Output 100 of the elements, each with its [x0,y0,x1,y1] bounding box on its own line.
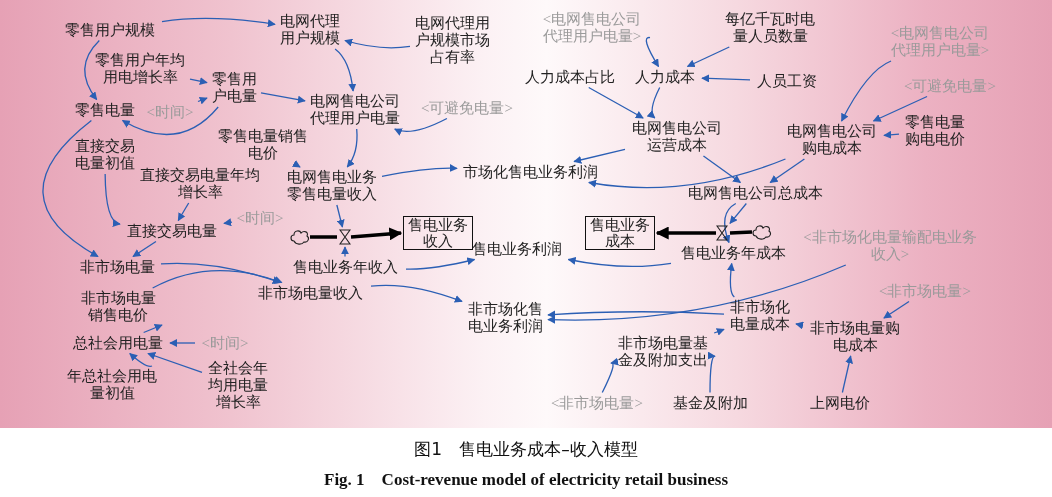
shadow-variable-label: <时间> [197,334,253,352]
arrow [769,158,806,184]
arrow [260,92,306,104]
arrow [341,246,349,258]
flow-pipe [350,227,403,241]
arrow [132,240,157,258]
arrow [588,86,644,119]
variable-label: 直接交易电量初值 [72,138,138,172]
arrow [344,38,411,49]
arrow [601,359,619,394]
arrow [336,204,345,228]
shadow-variable-label: <非市场电量> [543,394,651,412]
arrow [702,155,742,184]
arrow [588,158,787,189]
arrow [686,46,730,68]
arrow [129,352,153,367]
variable-label: 非市场电量收入 [251,284,369,302]
variable-label: 年总社会用电量初值 [63,368,161,402]
variable-label: 非市场电量基金及附加支出 [613,335,713,369]
arrow [169,339,196,347]
variable-label: 电网代理用户规模市场占有率 [412,14,492,66]
variable-label: 电网售电业务零售电量收入 [284,169,380,203]
variable-label: 售电业务年收入 [286,258,404,276]
arrow [104,173,121,226]
flow-pipe [655,226,716,240]
arrow [394,117,448,136]
valve-icon [339,229,351,245]
flow-pipe [310,235,337,239]
arrow [84,39,100,101]
variable-label: 直接交易电量 [122,222,222,240]
variable-label: 电网售电公司总成本 [679,184,831,202]
variable-label: 每亿千瓦时电量人员数量 [720,11,820,45]
variable-label: 非市场电量 [75,258,159,276]
figure-caption: Fig. 1 Cost-revenue model of electricity retail business [323,469,729,491]
stock-box: 售电业务成本 [585,216,655,250]
arrow [370,284,463,303]
variable-label: 电网售电公司购电成本 [782,123,882,157]
variable-label: 总社会用电量 [68,334,168,352]
arrow [872,95,928,122]
arrow [647,86,661,119]
variable-label: 售电业务年成本 [673,244,793,262]
arrow [121,106,219,136]
arrow [547,310,725,319]
arrow [795,321,804,330]
cloud-icon [290,229,310,245]
arrow [334,48,357,92]
variable-label: 非市场化电量成本 [726,299,794,333]
arrow [567,256,672,268]
arrow [381,164,458,177]
arrow [143,324,163,334]
variable-label: 市场化售电业务利润 [459,163,601,181]
arrow [152,270,283,289]
shadow-variable-label: <电网售电公司代理用户电量> [884,25,996,59]
arrow [189,77,208,86]
arrow [701,74,751,83]
variable-label: 零售用户年均用电增长率 [92,52,188,86]
variable-label: 全社会年均用电量增长率 [204,359,272,411]
arrow [840,60,892,122]
variable-label: 直接交易电量年均增长率 [136,167,264,201]
valve-icon [716,225,728,241]
arrow [729,202,747,224]
arrow [177,202,190,222]
variable-label: 人力成本占比 [520,68,620,86]
arrow [707,354,716,394]
arrow [405,257,476,270]
figure-caption: 图1 售电业务成本–收入模型 [413,438,639,461]
variable-label: 非市场电量购电成本 [805,320,905,354]
arrow [291,159,301,168]
arrow [722,202,737,244]
stock-box: 售电业务收入 [403,216,473,250]
variable-label: 人力成本 [630,68,700,86]
arrow [573,148,626,164]
flow-pipe [729,230,753,235]
arrow [223,218,233,227]
shadow-variable-label: <时间> [234,209,286,227]
variable-label: 零售电量销售电价 [214,128,312,162]
variable-label: 人员工资 [752,72,822,90]
arrow [841,355,853,394]
arrow [147,352,203,374]
shadow-variable-label: <时间> [144,103,196,121]
variable-label: 电网售电公司运营成本 [627,120,727,154]
arrow [547,264,847,324]
shadow-variable-label: <电网售电公司代理用户电量> [536,11,648,45]
arrow [42,119,99,258]
variable-label: 零售电量 [71,101,139,119]
arrow [161,17,276,28]
variable-label: 基金及附加 [667,394,753,412]
variable-label: 电网售电公司代理用户电量 [307,93,403,127]
arrow [883,300,910,319]
variable-label: 上网电价 [806,394,874,412]
shadow-variable-label: <可避免电量> [897,77,1003,95]
variable-label: 非市场化售电业务利润 [464,301,546,335]
arrow [346,128,358,168]
variable-label: 零售用户规模 [60,21,160,39]
arrow [726,262,735,298]
shadow-variable-label: <非市场电量> [871,282,979,300]
arrow [197,96,208,105]
shadow-variable-label: <可避免电量> [419,99,515,117]
variable-label: 零售电量购电电价 [901,114,969,148]
cloud-icon [752,224,772,240]
